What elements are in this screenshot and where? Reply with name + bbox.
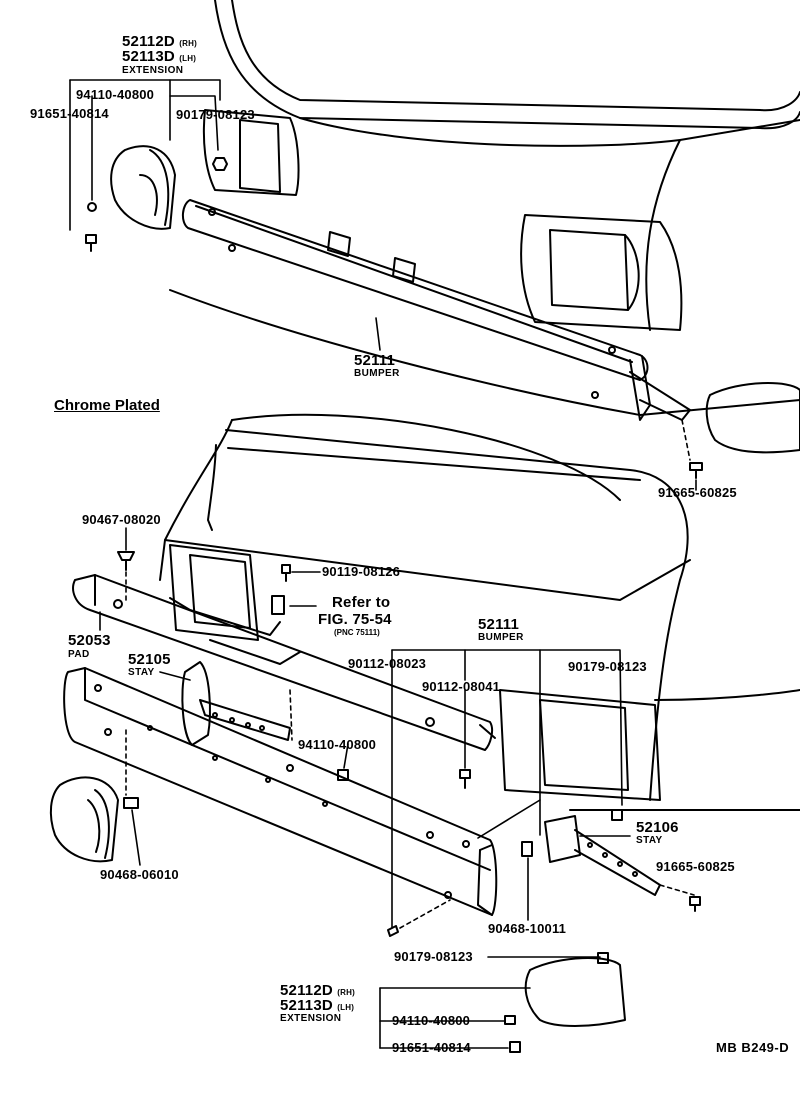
bolt-90112-08023-label: 90112-08023 [348,656,427,671]
bottom-bumper [63,667,498,916]
bolt-90112-08041-label: 90112-08041 [422,679,501,694]
ext-bolt-94110-icon [504,1015,516,1025]
top-bumper-pn: 52111 [354,352,396,369]
clip-90467-icon [117,551,135,571]
nut-90179-label: 90179-08123 [568,659,647,674]
top-extension-lh-pn: 52113D (LH) [122,49,196,64]
bolt-90112-08041-icon [459,769,471,789]
refer-bracket-icon [271,595,285,615]
top-screw-91665-label: 91665-60825 [658,485,737,500]
ext-nut-90179-label: 90179-08123 [394,949,473,964]
nut-94110-label: 94110-40800 [298,737,377,752]
refer-line2: FIG. 75-54 [318,611,392,628]
tag: (RH) [337,988,355,997]
figure-code: MB B249-D [716,1040,790,1055]
bottom-extension-name: EXTENSION [280,1013,342,1024]
bottom-bumper-name: BUMPER [478,632,524,643]
top-leaders [69,79,697,491]
nut-94110-icon [337,769,349,781]
top-extension-left [110,145,176,230]
top-bolt-94110-label: 94110-40800 [76,87,155,102]
stay-left-name: STAY [128,667,155,678]
top-extension-name: EXTENSION [122,65,184,76]
ext-bolt-94110-label: 94110-40800 [392,1013,471,1028]
bottom-stay-left [181,661,291,746]
pad-pn: 52053 [68,632,111,649]
section-heading: Chrome Plated [54,397,160,414]
bottom-extension-left [49,776,119,863]
top-nut-90179-icon [212,157,228,171]
tag: (LH) [179,54,197,63]
top-extension-rh-pn: 52112D (RH) [122,34,197,49]
ext-bolt-91651-label: 91651-40814 [392,1040,471,1055]
refer-line3: (PNC 75111) [334,628,380,637]
top-vehicle-body [169,0,800,416]
clip-90468-10011-icon [521,841,533,857]
pad-name: PAD [68,649,90,660]
text: 52113D [122,48,175,65]
stay-right-name: STAY [636,835,663,846]
text: 52112D [122,33,175,50]
top-bolt-94110-icon [87,202,97,212]
stay-left-pn: 52105 [128,651,171,668]
grommet-90119-label: 90119-08126 [322,564,401,579]
bottom-pad [72,574,496,751]
top-bolt-91651-icon [85,234,97,252]
clip-90468-06010-label: 90468-06010 [100,867,179,882]
bottom-extension-lh-pn: 52113D (LH) [280,998,354,1013]
refer-line1: Refer to [332,594,391,611]
screw-91665-icon [689,896,701,912]
clip-90468-10011-label: 90468-10011 [488,921,567,936]
clip-90468-06010-icon [123,797,139,809]
top-bolt-91651-label: 91651-40814 [30,106,109,121]
bottom-stay-right [544,815,661,896]
tag: (RH) [179,39,197,48]
top-bumper [182,199,691,421]
top-nut-90179-label: 90179-08123 [176,107,255,122]
top-extension-right [705,382,800,454]
grommet-90119-icon [281,564,291,582]
ext-nut-90179-icon [597,952,609,964]
text: 52113D [280,997,333,1014]
bottom-extension-right [524,957,626,1027]
top-bumper-name: BUMPER [354,368,400,379]
bottom-extension-rh-pn: 52112D (RH) [280,983,355,998]
ext-bolt-91651-icon [509,1041,521,1053]
bottom-vehicle-body [159,413,800,811]
bolt-90112-08023-icon [387,925,399,937]
screw-91665-label: 91665-60825 [656,859,735,874]
bottom-leaders [99,527,695,1049]
top-screw-91665-icon [689,462,703,479]
clip-90467-label: 90467-08020 [82,512,161,527]
tag: (LH) [337,1003,355,1012]
nut-90179-icon [611,809,623,821]
bottom-bumper-pn: 52111 [478,616,520,633]
text: 52112D [280,982,333,999]
stay-right-pn: 52106 [636,819,679,836]
